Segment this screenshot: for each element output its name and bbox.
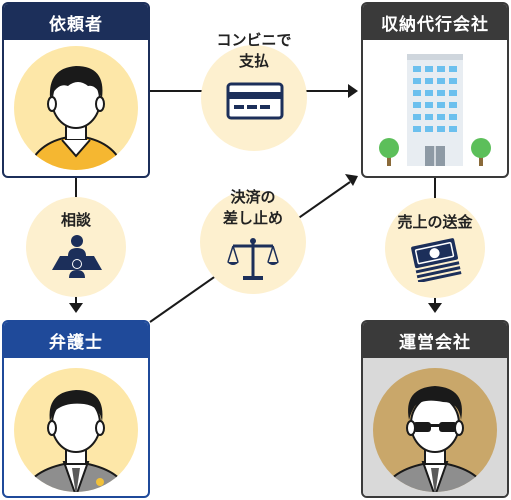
- money-stack-icon: [411, 238, 462, 282]
- convenience-payment-label-line2: 支払: [238, 52, 269, 70]
- consultation-icon: [52, 235, 102, 278]
- agency-card: 収納代行会社: [361, 2, 509, 178]
- arrow-client-to-agency: [348, 84, 358, 98]
- operator-card: 運営会社: [361, 320, 509, 498]
- client-title: 依頼者: [4, 4, 148, 40]
- arrow-client-to-lawyer: [69, 303, 83, 313]
- scales-icon: [227, 238, 279, 280]
- lawyer-card: 弁護士: [2, 320, 150, 498]
- lawyer-title: 弁護士: [4, 322, 148, 358]
- arrow-lawyer-to-agency: [345, 174, 358, 186]
- building-icon: [379, 54, 491, 166]
- operator-title: 運営会社: [363, 322, 507, 358]
- agency-title: 収納代行会社: [363, 4, 507, 40]
- client-avatar: [14, 46, 138, 170]
- convenience-payment-label-line1: コンビニで: [216, 31, 292, 49]
- payment-stop-label-line2: 差し止め: [222, 209, 283, 227]
- operator-avatar: [373, 368, 497, 492]
- lawyer-avatar: [14, 368, 138, 492]
- payment-stop-label-line1: 決済の: [230, 188, 276, 206]
- credit-card-icon: [226, 82, 284, 120]
- consult-label: 相談: [60, 211, 91, 229]
- client-card: 依頼者: [2, 2, 150, 178]
- consult-bubble: [26, 197, 126, 297]
- arrow-agency-to-operator: [428, 303, 442, 313]
- sales-transfer-label: 売上の送金: [397, 213, 473, 231]
